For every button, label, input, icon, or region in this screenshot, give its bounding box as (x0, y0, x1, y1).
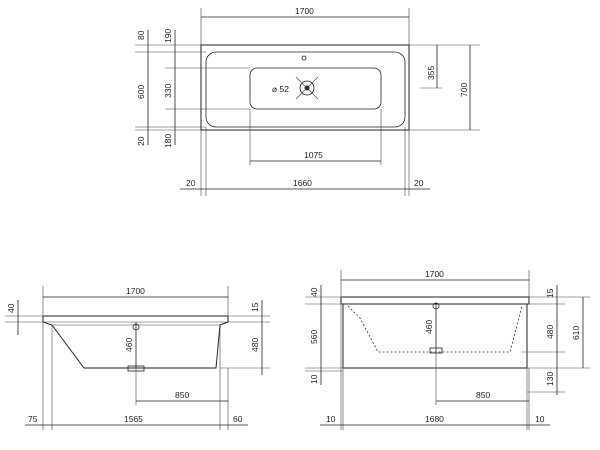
side-dim-1700: 1700 (126, 286, 145, 296)
side-dim-1565: 1565 (124, 414, 143, 424)
side-dim-75: 75 (28, 414, 38, 424)
front-dim-1700: 1700 (425, 269, 444, 279)
dim-190: 190 (163, 29, 173, 43)
dim-20-bottom-left: 20 (186, 178, 196, 188)
front-dim-850: 850 (476, 390, 490, 400)
front-dim-10-left: 10 (326, 414, 336, 424)
dim-80: 80 (136, 30, 146, 40)
drain-cross-2 (295, 76, 319, 100)
front-dim-40: 40 (309, 287, 319, 297)
dim-1075: 1075 (304, 150, 323, 160)
top-inner-basin (205, 51, 406, 128)
overflow-hole (301, 55, 307, 61)
front-dim-130: 130 (545, 372, 555, 386)
front-dim-10: 10 (309, 374, 319, 384)
drain-diameter-label: ⌀ 52 (272, 84, 289, 94)
dim-20-left: 20 (136, 136, 146, 146)
side-dim-850: 850 (175, 390, 189, 400)
drain-circle (299, 80, 315, 96)
front-view: 1700 40 560 10 15 480 130 610 460 850 (305, 269, 590, 430)
side-dim-460: 460 (124, 338, 134, 352)
dim-1660: 1660 (293, 178, 312, 188)
dim-1700-top: 1700 (295, 6, 314, 16)
dim-700: 700 (459, 83, 469, 97)
top-basin-floor (249, 67, 382, 110)
front-dim-15: 15 (545, 288, 555, 298)
front-dim-10-right: 10 (535, 414, 545, 424)
dim-600: 600 (136, 85, 146, 99)
front-dim-610: 610 (571, 326, 581, 340)
front-apron (342, 303, 528, 369)
side-dim-480: 480 (250, 338, 260, 352)
side-view: 1700 40 15 480 460 850 75 1565 60 (5, 286, 270, 430)
dim-330: 330 (163, 84, 173, 98)
side-dim-40: 40 (6, 303, 16, 313)
side-tub-profile (42, 315, 229, 369)
dim-355: 355 (426, 66, 436, 80)
dim-20-bottom-right: 20 (414, 178, 424, 188)
side-dim-60: 60 (233, 414, 243, 424)
side-dim-15: 15 (250, 302, 260, 312)
front-dim-480: 480 (545, 325, 555, 339)
dim-180: 180 (163, 134, 173, 148)
front-dim-460: 460 (424, 320, 434, 334)
front-dim-560: 560 (309, 330, 319, 344)
top-view: ⌀ 52 1700 700 355 80 600 20 190 330 180 (135, 6, 480, 196)
front-dim-1680: 1680 (425, 414, 444, 424)
